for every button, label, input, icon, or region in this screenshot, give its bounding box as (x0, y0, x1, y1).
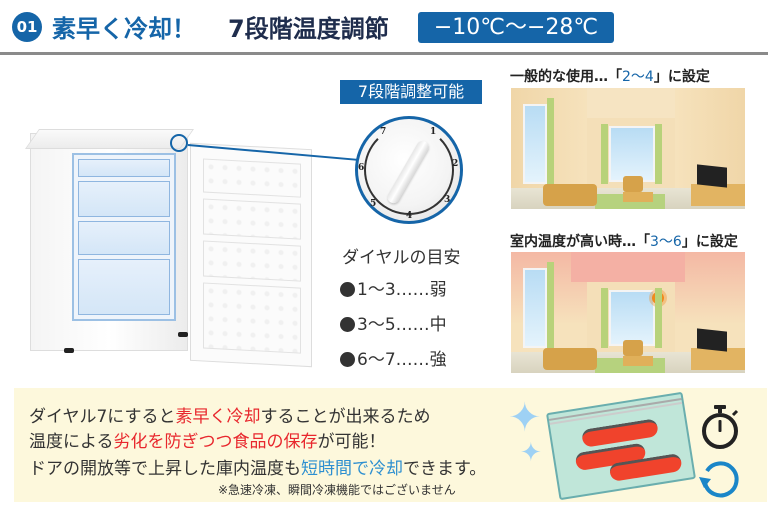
description-line-3: ドアの開放等で上昇した庫内温度も短時間で冷却できます。 (29, 454, 486, 479)
highlight-text: 素早く冷却 (175, 407, 261, 427)
title-main: 7段階温度調節 (228, 15, 389, 43)
dial-guide-row: 1〜3……弱 (340, 275, 447, 300)
dial-guide-row: 3〜5……中 (340, 310, 447, 335)
freezer-foot (178, 332, 188, 337)
freezer-drawer (78, 259, 170, 315)
door-panel (203, 198, 301, 240)
text: ドアの開放等で上昇した庫内温度も (29, 459, 301, 479)
guide-level: 弱 (429, 280, 447, 300)
tv-stand (691, 184, 745, 206)
room-caption-hot: 室内温度が高い時…「3〜6」に設定 (510, 231, 738, 251)
room-illustration-hot (511, 252, 745, 373)
section-number-badge: 01 (12, 12, 42, 42)
caption-setting: 3〜6 (650, 234, 682, 250)
guide-dots: …… (395, 315, 430, 335)
caption-suffix: 」に設定 (653, 69, 710, 85)
dial-label: 7段階調整可能 (340, 80, 482, 104)
temperature-dial: 1 2 3 4 5 6 7 (355, 116, 463, 224)
coffee-table (623, 192, 653, 202)
dial-number: 5 (370, 199, 377, 209)
description-line-1: ダイヤル7にすると素早く冷却することが出来るため (29, 402, 430, 427)
dial-number: 6 (358, 163, 365, 173)
door-panel (203, 282, 301, 354)
bullet-icon (340, 282, 355, 297)
dial-number: 4 (406, 211, 413, 221)
guide-level: 中 (429, 315, 447, 335)
dial-number: 2 (452, 159, 459, 169)
dial-guide-row: 6〜7……強 (340, 345, 447, 370)
guide-range: 3〜5 (357, 315, 396, 335)
guide-dots: …… (395, 350, 430, 370)
freezer-drawer (78, 159, 170, 177)
guide-range: 1〜3 (357, 280, 396, 300)
freezer-image (20, 100, 378, 370)
text: が可能！ (317, 432, 386, 452)
back-window (609, 126, 655, 182)
caption-prefix: 室内温度が高い時…「 (510, 234, 650, 250)
curtain (547, 98, 554, 184)
description-line-2: 温度による劣化を防ぎつつ食品の保存が可能！ (29, 427, 386, 452)
sparkle-icon: ✦ (508, 395, 542, 441)
text: 温度による (29, 432, 114, 452)
sofa (543, 348, 597, 370)
freezer-drawer (78, 181, 170, 217)
dial-number: 3 (444, 195, 451, 205)
door-panel (203, 240, 301, 282)
curtain (601, 288, 608, 348)
header: 01 素早く冷却！ 7段階温度調節 −10℃〜−28℃ (0, 0, 768, 55)
coffee-table (623, 356, 653, 366)
tv (697, 164, 727, 188)
text: できます。 (403, 459, 487, 479)
freezer-door (190, 142, 312, 368)
disclaimer-note: ※急速冷凍、瞬間冷凍機能ではございません (218, 483, 456, 497)
guide-range: 6〜7 (357, 350, 396, 370)
text: することが出来るため (260, 407, 431, 427)
sofa (543, 184, 597, 206)
freezer-foot (64, 348, 74, 353)
room-ceiling (571, 252, 685, 282)
refresh-cycle-icon (699, 461, 739, 498)
door-panel (203, 158, 301, 198)
curtain (655, 124, 662, 184)
stopwatch-icon (702, 405, 739, 449)
caption-setting: 2〜4 (622, 69, 654, 85)
bullet-icon (340, 352, 355, 367)
highlight-text: 短時間で冷却 (301, 459, 403, 479)
guide-level: 強 (429, 350, 447, 370)
room-illustration-normal (511, 88, 745, 209)
freezer-top (24, 129, 195, 149)
bullet-icon (340, 317, 355, 332)
tv (697, 328, 727, 352)
curtain (655, 288, 662, 348)
caption-suffix: 」に設定 (681, 234, 738, 250)
room-caption-normal: 一般的な使用…「2〜4」に設定 (510, 66, 710, 86)
dial-number: 7 (380, 127, 387, 137)
dial-number: 1 (430, 127, 437, 137)
curtain (547, 262, 554, 348)
curtain (601, 124, 608, 184)
sparkle-icon: ✦ (520, 438, 542, 468)
guide-dots: …… (395, 280, 430, 300)
side-window (523, 104, 547, 184)
armchair (623, 176, 643, 192)
caption-prefix: 一般的な使用…「 (510, 69, 622, 85)
dial-location-marker (170, 134, 188, 152)
back-window (609, 290, 655, 346)
dial-scale-arc (364, 125, 454, 215)
header-divider (0, 52, 768, 55)
freezer-compartment (72, 153, 176, 321)
dial-guide-title: ダイヤルの目安 (342, 248, 461, 268)
salmon-fillet (581, 418, 659, 448)
tv-stand (691, 348, 745, 370)
highlight-text: 劣化を防ぎつつ食品の保存 (113, 432, 318, 452)
freezer-drawer (78, 221, 170, 255)
side-window (523, 268, 547, 348)
armchair (623, 340, 643, 356)
title-highlight: 素早く冷却！ (52, 15, 196, 43)
temperature-range-badge: −10℃〜−28℃ (418, 12, 614, 43)
text: ダイヤル7にすると (29, 407, 176, 427)
